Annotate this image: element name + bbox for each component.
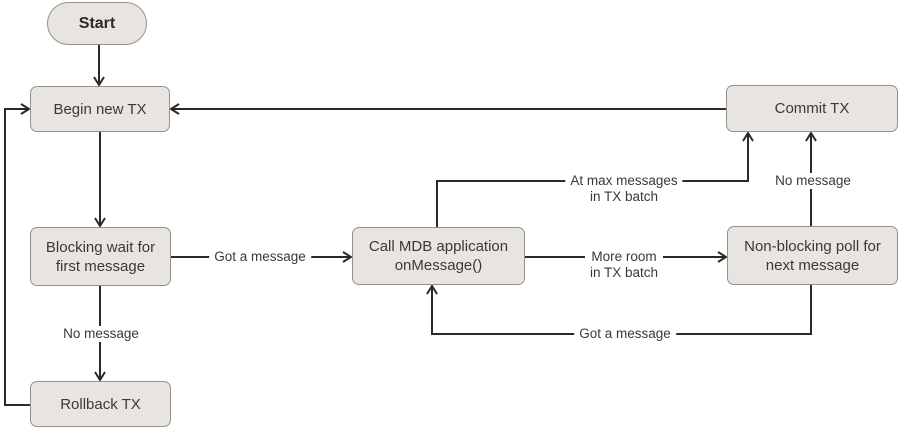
node-begin-new-tx: Begin new TX [30,86,170,132]
edge-label-at-max-messages: At max messages in TX batch [565,173,683,205]
edge-label-got-a-message-left: Got a message [209,249,311,265]
edge-label-more-room: More room in TX batch [584,249,664,281]
node-commit-tx: Commit TX [726,85,898,132]
node-rollback-tx: Rollback TX [30,381,171,427]
node-non-blocking-poll: Non-blocking poll for next message [727,226,898,285]
edge-label-no-message-left: No message [58,326,144,342]
node-start: Start [47,2,147,45]
node-call-mdb-onmessage: Call MDB application onMessage() [352,227,525,285]
node-blocking-wait: Blocking wait for first message [30,227,171,286]
edge-rollback-to-begin [4,103,31,406]
edge-label-no-message-right: No message [770,173,856,189]
edge-label-got-a-message-bottom: Got a message [574,326,676,342]
